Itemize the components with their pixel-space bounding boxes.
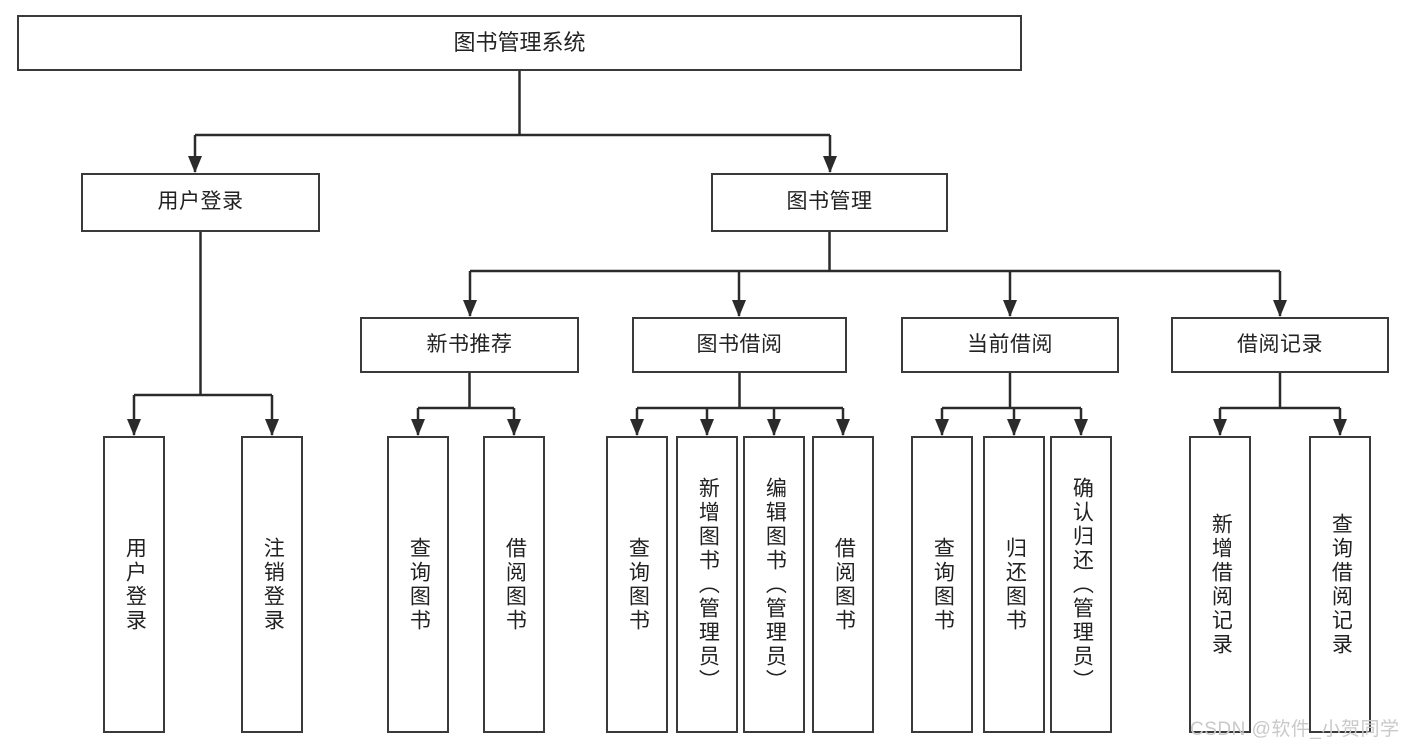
node-borrow-record[interactable]: 借阅记录 bbox=[1171, 317, 1389, 373]
node-current-borrow[interactable]: 当前借阅 bbox=[901, 317, 1119, 373]
node-leaf-query-record[interactable]: 查询借阅记录 bbox=[1309, 436, 1371, 733]
node-leaf-user-login[interactable]: 用户登录 bbox=[103, 436, 165, 733]
node-user-login[interactable]: 用户登录 bbox=[81, 173, 320, 232]
node-new-book-recommend[interactable]: 新书推荐 bbox=[360, 317, 579, 373]
node-leaf-confirm-return[interactable]: 确认归还（管理员） bbox=[1050, 436, 1112, 733]
node-leaf-add-record[interactable]: 新增借阅记录 bbox=[1189, 436, 1251, 733]
node-leaf-borrow-book-2-label: 借阅图书 bbox=[832, 536, 856, 633]
node-current-borrow-label: 当前借阅 bbox=[967, 332, 1053, 356]
node-leaf-confirm-return-label: 确认归还（管理员） bbox=[1070, 476, 1094, 693]
node-leaf-query-book-3[interactable]: 查询图书 bbox=[911, 436, 973, 733]
node-book-manage[interactable]: 图书管理 bbox=[711, 173, 948, 232]
node-leaf-query-book-3-label: 查询图书 bbox=[931, 536, 955, 633]
node-leaf-return-book[interactable]: 归还图书 bbox=[983, 436, 1045, 733]
node-leaf-borrow-book-2[interactable]: 借阅图书 bbox=[812, 436, 874, 733]
node-leaf-add-record-label: 新增借阅记录 bbox=[1209, 512, 1233, 657]
node-leaf-return-book-label: 归还图书 bbox=[1003, 536, 1027, 633]
node-book-borrow[interactable]: 图书借阅 bbox=[632, 317, 847, 373]
node-book-borrow-label: 图书借阅 bbox=[696, 332, 783, 356]
node-book-manage-label: 图书管理 bbox=[786, 190, 873, 214]
node-leaf-query-book-1[interactable]: 查询图书 bbox=[387, 436, 449, 733]
node-leaf-query-record-label: 查询借阅记录 bbox=[1329, 512, 1353, 657]
node-borrow-record-label: 借阅记录 bbox=[1237, 332, 1323, 356]
node-user-login-label: 用户登录 bbox=[157, 190, 244, 214]
node-leaf-edit-book[interactable]: 编辑图书（管理员） bbox=[743, 436, 805, 733]
node-leaf-add-book[interactable]: 新增图书（管理员） bbox=[676, 436, 738, 733]
node-leaf-edit-book-label: 编辑图书（管理员） bbox=[763, 476, 787, 693]
node-leaf-logout-label: 注销登录 bbox=[261, 536, 285, 633]
node-leaf-query-book-1-label: 查询图书 bbox=[407, 536, 431, 633]
node-leaf-logout[interactable]: 注销登录 bbox=[241, 436, 303, 733]
node-new-book-recommend-label: 新书推荐 bbox=[426, 332, 513, 356]
node-leaf-user-login-label: 用户登录 bbox=[123, 536, 147, 633]
node-root-label: 图书管理系统 bbox=[453, 30, 586, 56]
node-leaf-add-book-label: 新增图书（管理员） bbox=[696, 476, 720, 693]
node-leaf-borrow-book-1[interactable]: 借阅图书 bbox=[483, 436, 545, 733]
node-leaf-query-book-2-label: 查询图书 bbox=[626, 536, 650, 633]
csdn-watermark: CSDN @软件_小贺同学 bbox=[1190, 719, 1400, 740]
node-leaf-query-book-2[interactable]: 查询图书 bbox=[606, 436, 668, 733]
node-root[interactable]: 图书管理系统 bbox=[17, 15, 1022, 71]
node-leaf-borrow-book-1-label: 借阅图书 bbox=[503, 536, 527, 633]
